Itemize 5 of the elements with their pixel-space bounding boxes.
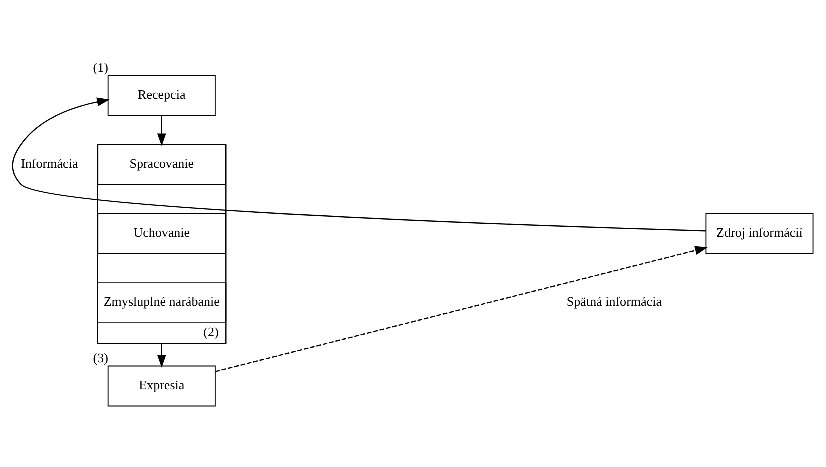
node-label: (3)	[93, 350, 108, 366]
node-label: (1)	[93, 60, 108, 75]
edge-label: Spätná informácia	[566, 293, 662, 308]
edge-label: Informácia	[21, 156, 78, 171]
node-label: (2)	[204, 324, 219, 340]
